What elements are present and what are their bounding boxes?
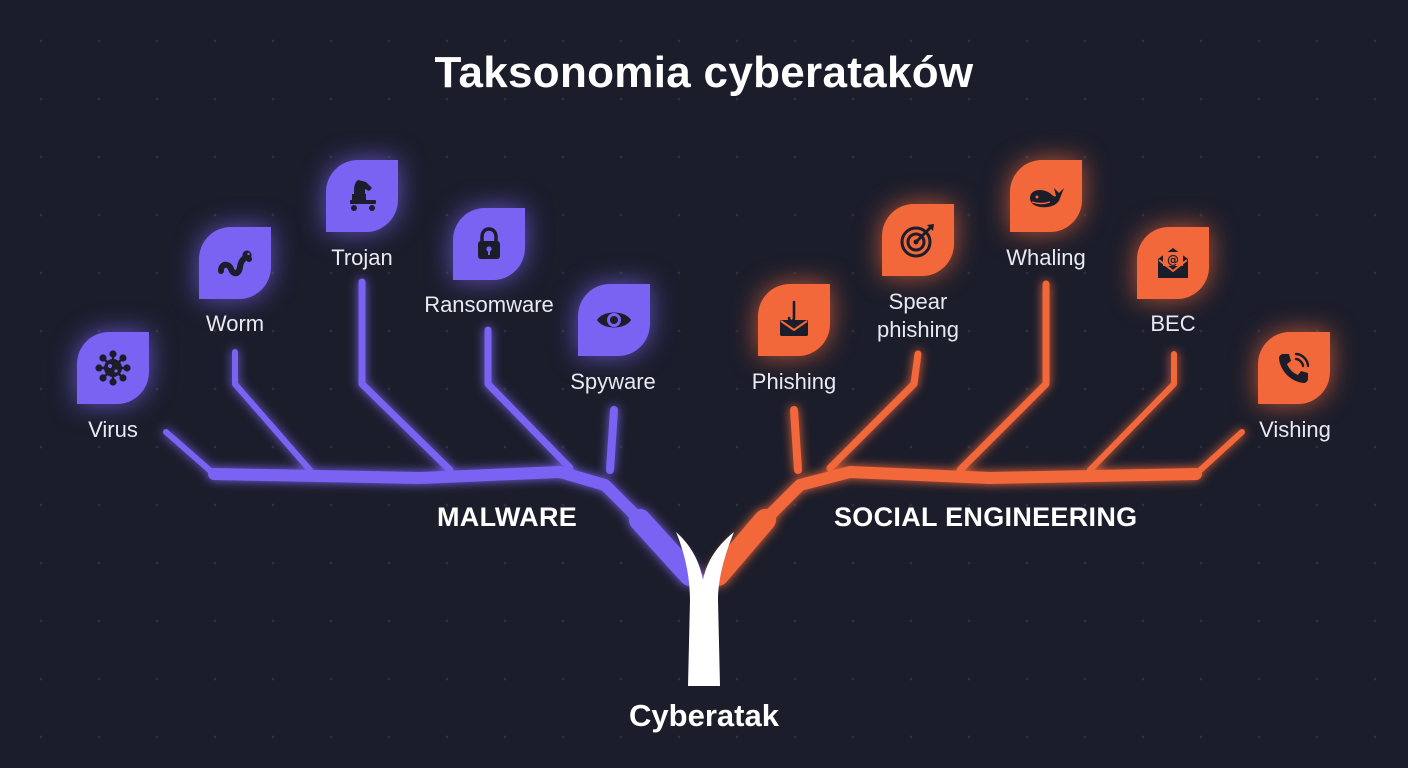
ransomware-twig (484, 326, 574, 472)
spear-phishing-label: Spear phishing (877, 289, 959, 342)
virus-icon (95, 350, 131, 386)
target-icon (900, 224, 934, 258)
root-label: Cyberatak (629, 698, 779, 733)
virus-node (77, 332, 149, 404)
page-title: Taksonomia cyberataków (434, 48, 974, 97)
trunk (676, 532, 734, 686)
svg-text:@: @ (1167, 253, 1179, 267)
bec-twig (1087, 351, 1177, 473)
vishing-label: Vishing (1259, 417, 1331, 442)
malware-branch-label: MALWARE (437, 502, 578, 532)
whaling-node (1010, 160, 1082, 232)
spyware-label: Spyware (570, 369, 656, 394)
virus-label: Virus (88, 417, 138, 442)
spear-phishing-twig (826, 350, 922, 472)
worm-twig (232, 349, 313, 473)
phishing-node (758, 284, 830, 356)
vishing-node (1258, 332, 1330, 404)
trojan-node (326, 160, 398, 232)
ransomware-label: Ransomware (424, 292, 554, 317)
whaling-twig (956, 280, 1050, 474)
spear-phishing-node (882, 204, 954, 276)
bec-node: @ (1137, 227, 1209, 299)
email-at-icon: @ (1158, 248, 1188, 278)
phishing-twig (790, 406, 802, 474)
worm-node (199, 227, 271, 299)
spyware-node (578, 284, 650, 356)
vishing-twig (1193, 429, 1245, 477)
social-trunk-link (707, 509, 776, 586)
whaling-label: Whaling (1006, 245, 1086, 270)
phishing-label: Phishing (751, 369, 837, 394)
bec-label: BEC (1150, 311, 1196, 336)
trojan-horse-icon (350, 180, 376, 211)
padlock-icon (478, 227, 500, 259)
worm-label: Worm (205, 311, 265, 336)
fishhook-envelope-icon (780, 300, 808, 336)
virus-twig (163, 429, 217, 477)
spyware-twig (606, 406, 618, 474)
malware-branch-lines (163, 278, 706, 586)
phone-icon (1279, 352, 1310, 383)
whale-icon (1030, 188, 1064, 208)
worm-icon (218, 250, 252, 277)
malware-trunk-link (629, 509, 701, 586)
social-branch-lines (706, 280, 1245, 586)
ransomware-node (453, 208, 525, 280)
trojan-twig (358, 278, 454, 474)
trojan-label: Trojan (331, 245, 393, 270)
eye-icon (597, 312, 631, 328)
social-branch-label: SOCIAL ENGINEERING (834, 502, 1138, 532)
